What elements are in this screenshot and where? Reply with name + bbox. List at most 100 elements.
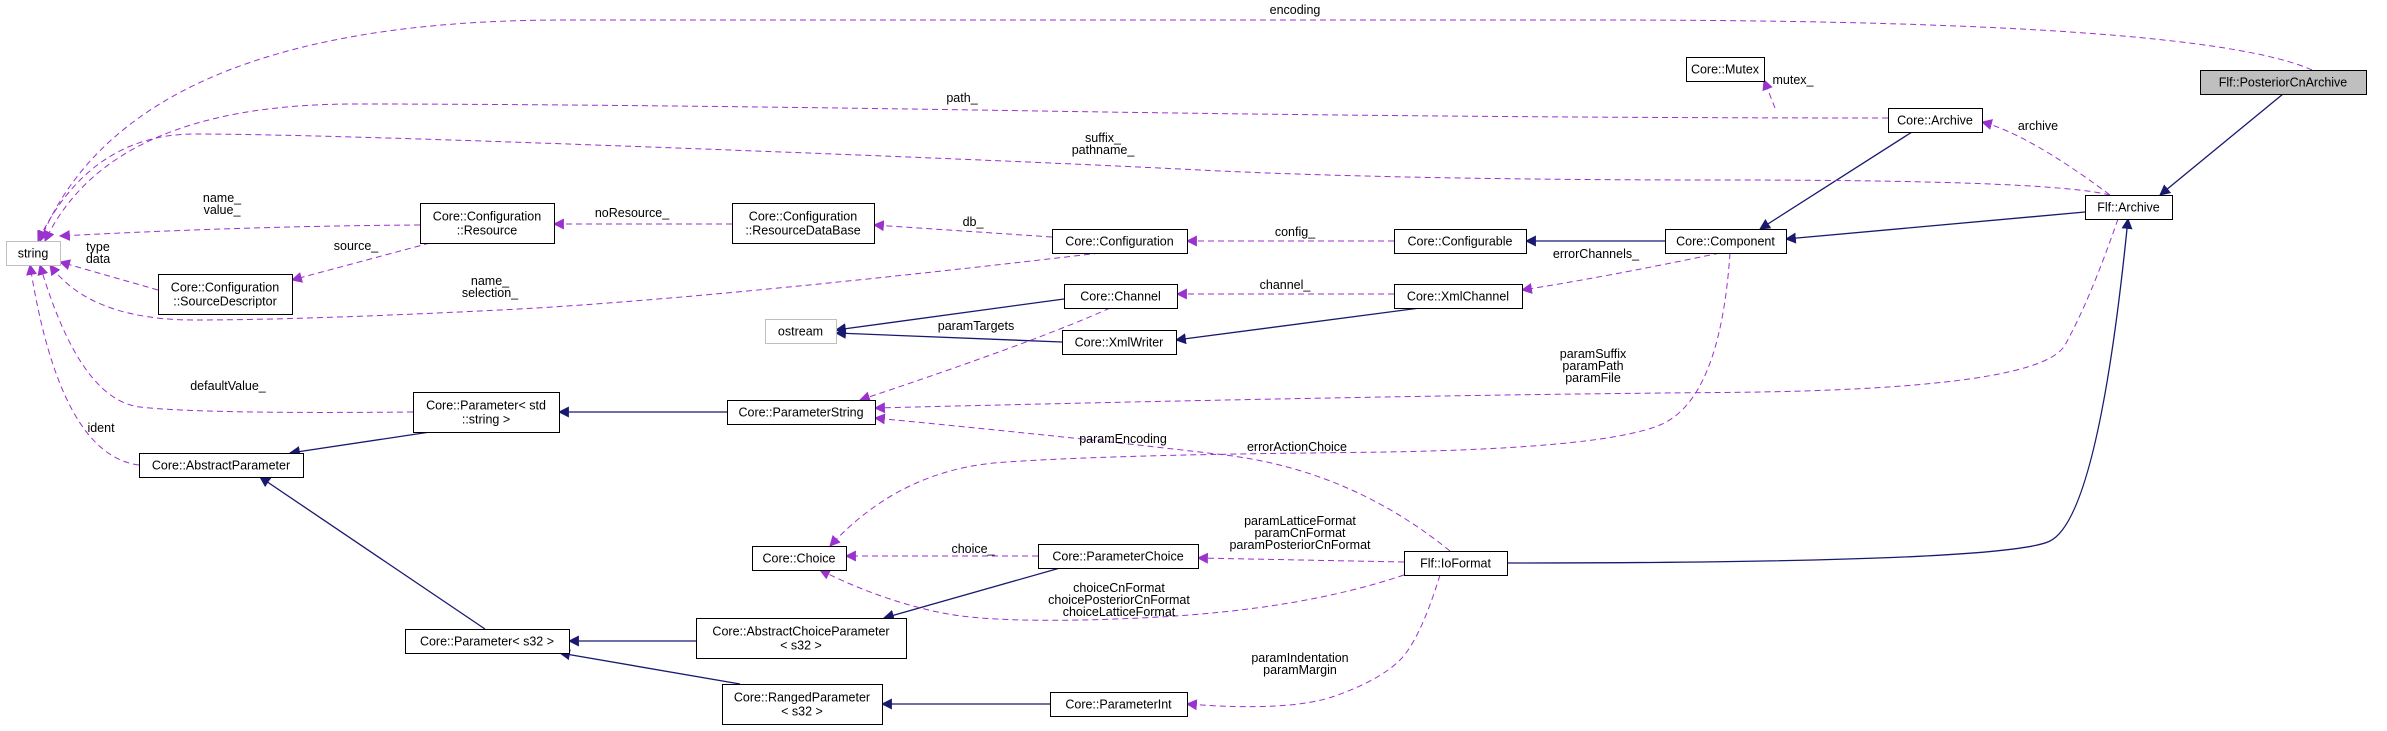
usage-edge-path [44, 103, 1889, 242]
class-node-label: Core::XmlWriter [1075, 336, 1164, 350]
class-node-core-parameterstring[interactable]: Core::ParameterString [727, 400, 876, 425]
class-node-label: < s32 > [780, 639, 822, 653]
class-node-label: Core::AbstractParameter [152, 459, 290, 473]
inheritance-edge-posteriorcnarchive-to-flfarchive [2159, 93, 2284, 196]
usage-edge-erroractionchoice [829, 252, 1731, 547]
class-node-core-parameterint[interactable]: Core::ParameterInt [1050, 692, 1188, 717]
edge-label-name-value: name_value_ [203, 191, 242, 217]
nodes-layer: Flf::PosteriorCnArchive Core::MutexCore::… [6, 57, 2367, 725]
edge-label-name-selection: name_selection_ [462, 274, 519, 300]
class-node-box [139, 453, 304, 478]
class-node-label: Core::ParameterChoice [1052, 550, 1183, 564]
class-node-core-xmlwriter[interactable]: Core::XmlWriter [1062, 330, 1177, 355]
class-node-label: Core::Configurable [1408, 235, 1513, 249]
usage-edge-defaultvalue [37, 263, 414, 413]
usage-edge-paramindentation-margin [1185, 574, 1441, 711]
class-node-core-choice[interactable]: Core::Choice [752, 546, 847, 571]
edge-label-path: path_ [946, 91, 978, 105]
class-node-core-abstractparameter[interactable]: Core::AbstractParameter [139, 453, 304, 478]
class-node-label: Core::Archive [1897, 114, 1973, 128]
class-node-core-parameterchoice[interactable]: Core::ParameterChoice [1038, 544, 1199, 569]
edge-label-config: config_ [1275, 225, 1316, 239]
usage-edge-suffix-pathname [37, 133, 2111, 242]
class-node-box [2085, 195, 2173, 220]
class-node-box [405, 629, 570, 654]
usage-edge-name-value [58, 224, 421, 241]
edge-label-choice: choice_ [951, 542, 995, 556]
class-node-box [1038, 544, 1199, 569]
edge-label-noresource: noResource_ [595, 206, 670, 220]
usage-edge-choice-formats [819, 569, 1405, 621]
class-node-core-xmlchannel[interactable]: Core::XmlChannel [1394, 284, 1523, 309]
class-node-core-parameter-s32[interactable]: Core::Parameter< s32 > [405, 629, 570, 654]
class-node-label: Core::Channel [1080, 290, 1161, 304]
class-node-box [1888, 108, 1983, 133]
edge-label-suffix-pathname: suffix_pathname_ [1072, 131, 1136, 157]
inheritance-edge-ranged-to-parameter-s32 [558, 649, 741, 685]
class-node-core-configuration-resource[interactable]: Core::Configuration::Resource [420, 203, 555, 244]
edge-label-archive: archive [2018, 119, 2058, 133]
class-node-label: Core::Choice [763, 552, 836, 566]
edge-label-source: source_ [334, 239, 380, 253]
class-node-core-configuration-resourcedatabase[interactable]: Core::Configuration::ResourceDataBase [732, 203, 875, 244]
edge-label-defaultvalue: defaultValue_ [190, 379, 267, 393]
class-node-flf-posteriorcnarchive[interactable]: Flf::PosteriorCnArchive [2200, 70, 2367, 95]
class-node-box [765, 319, 837, 344]
class-node-label: Core::Configuration [171, 281, 279, 295]
class-node-core-component[interactable]: Core::Component [1665, 229, 1787, 254]
edge-label-db: db_ [963, 215, 985, 229]
class-node-core-mutex[interactable]: Core::Mutex [1686, 57, 1765, 82]
class-node-label: ::Resource [457, 224, 517, 238]
usage-edge-ident [26, 263, 140, 466]
class-node-core-channel[interactable]: Core::Channel [1064, 284, 1178, 309]
class-node-box [727, 400, 876, 425]
class-node-label: Core::Configuration [1065, 235, 1173, 249]
class-node-label: ::ResourceDataBase [745, 224, 860, 238]
class-node-core-configuration-sourcedescriptor[interactable]: Core::Configuration::SourceDescriptor [158, 274, 293, 315]
class-node-core-abstractchoiceparameter[interactable]: Core::AbstractChoiceParameter< s32 > [696, 618, 907, 659]
class-node-core-rangedparameter[interactable]: Core::RangedParameter< s32 > [722, 684, 883, 725]
inheritance-edge-parameter-s32-to-abstractparameter [259, 476, 486, 630]
class-node-box [1665, 229, 1787, 254]
inheritance-edge-xmlchannel-to-xmlwriter [1174, 307, 1421, 345]
edge-label-channel: channel_ [1260, 278, 1312, 292]
class-node-box [1394, 229, 1527, 254]
usage-edge-name-selection [49, 252, 1101, 321]
inheritance-edge-parameterchoice-to-abstractchoice [882, 567, 1061, 621]
class-node-ostream[interactable]: ostream [765, 319, 837, 344]
class-node-label: Core::Mutex [1691, 63, 1760, 77]
class-node-core-configurable[interactable]: Core::Configurable [1394, 229, 1527, 254]
class-node-box [1404, 551, 1508, 576]
usage-edge-param-formats [1196, 552, 1405, 564]
class-node-box [696, 618, 907, 659]
usage-edge-paramencoding [873, 413, 1451, 552]
usage-edge-type-data [58, 259, 159, 291]
class-node-box [1062, 330, 1177, 355]
class-node-box [420, 203, 555, 244]
class-node-box [158, 274, 293, 315]
class-node-box [1686, 57, 1765, 82]
class-node-flf-ioformat[interactable]: Flf::IoFormat [1404, 551, 1508, 576]
class-node-core-parameter-string[interactable]: Core::Parameter< std::string > [413, 392, 560, 433]
class-node-core-configuration[interactable]: Core::Configuration [1052, 229, 1188, 254]
edge-label-paramencoding: paramEncoding [1079, 432, 1167, 446]
class-node-box [6, 241, 61, 266]
class-node-label: Core::Configuration [433, 210, 541, 224]
class-node-label: Core::ParameterInt [1065, 698, 1172, 712]
inheritance-edge-xmlwriter-to-ostream [834, 327, 1063, 343]
class-node-core-archive[interactable]: Core::Archive [1888, 108, 1983, 133]
edge-label-errorchannels: errorChannels_ [1553, 247, 1640, 261]
edge-label-encoding: encoding [1270, 3, 1321, 17]
class-node-string[interactable]: string [6, 241, 61, 266]
class-node-box [413, 392, 560, 433]
class-node-label: ::SourceDescriptor [173, 295, 277, 309]
edges-layer [26, 19, 2313, 711]
class-node-flf-archive[interactable]: Flf::Archive [2085, 195, 2173, 220]
class-node-label: Core::Parameter< std [426, 399, 546, 413]
usage-edge-archive [1980, 119, 2111, 196]
class-node-box [1394, 284, 1523, 309]
